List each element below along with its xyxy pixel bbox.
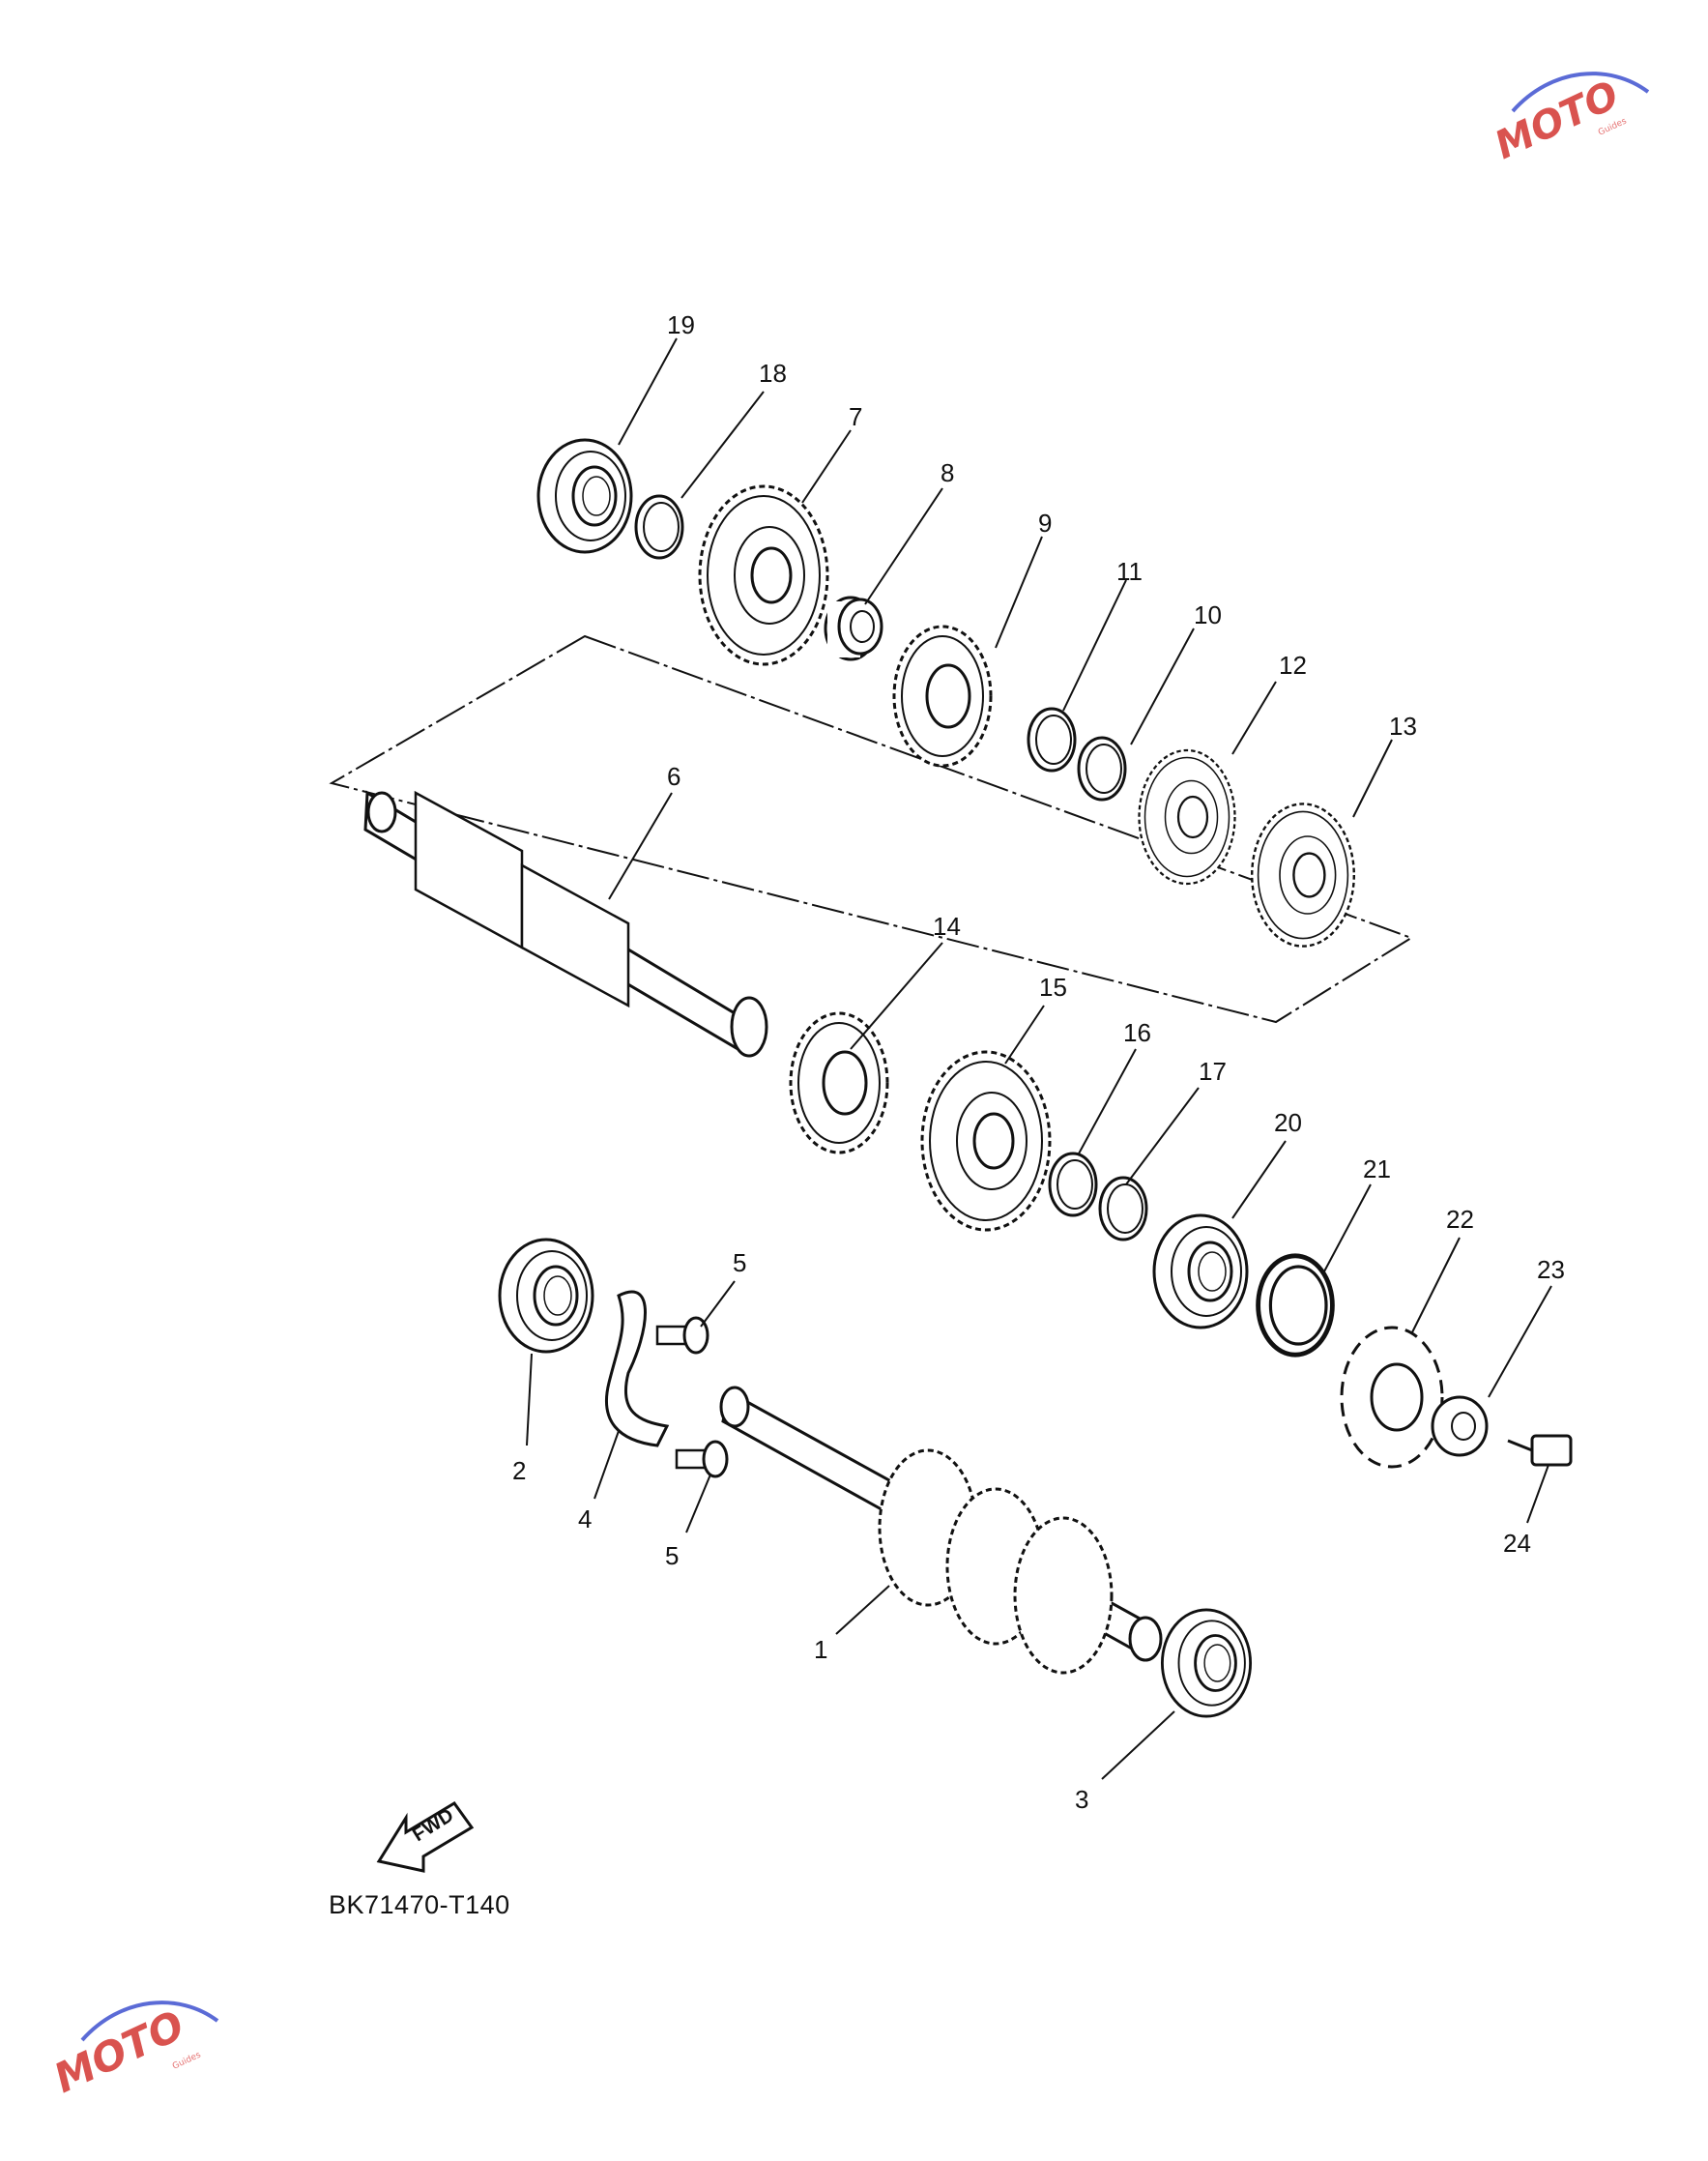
callout-24: 24 [1503,1529,1531,1558]
callout-19: 19 [667,310,695,339]
callout-15: 15 [1039,973,1067,1002]
bearing-20 [1152,1213,1249,1329]
bushing-8 [824,596,883,661]
washer-17 [1098,1176,1148,1241]
gear-7 [698,484,829,666]
gear-12 [1138,748,1236,886]
callout-23: 23 [1537,1255,1565,1284]
logo-sub: Guides [171,2050,203,2071]
callout-14: 14 [933,912,961,941]
logo-brand: MOTO [47,2001,191,2102]
callout-16: 16 [1123,1018,1151,1047]
callout-9: 9 [1038,509,1052,538]
stopper-plate-4 [604,1290,670,1447]
screw-5-upper [655,1316,709,1355]
logo-swoosh-icon [1511,72,1650,113]
gear-9 [892,625,993,768]
callout-20: 20 [1274,1108,1302,1137]
bearing-19 [536,438,633,554]
drive-axle-1 [719,1386,1163,1675]
callout-11: 11 [1116,557,1143,586]
callout-4: 4 [578,1504,592,1533]
callout-5-upper: 5 [733,1248,746,1277]
callout-18: 18 [759,359,787,388]
main-axle-6 [363,790,768,1058]
logo-brand: MOTO [1489,73,1626,168]
gear-14 [789,1011,889,1154]
callout-17: 17 [1199,1057,1227,1086]
assembly-outline [329,634,1414,1024]
screw-5-lower [675,1440,729,1478]
collar-18 [634,494,684,560]
callout-22: 22 [1446,1205,1474,1234]
washer-10 [1077,736,1127,802]
callout-7: 7 [849,402,862,431]
bolt-24 [1507,1434,1573,1467]
callout-3: 3 [1075,1785,1088,1814]
gear-13 [1250,803,1356,948]
oil-seal-21 [1259,1256,1333,1355]
sprocket-22 [1340,1326,1444,1469]
bearing-3 [1160,1608,1253,1718]
gear-15 [920,1050,1052,1232]
callout-6: 6 [667,762,680,791]
moto-guides-logo-bottom: MOTO Guides [47,2000,219,2102]
circlip-11 [1027,707,1077,773]
callout-10: 10 [1194,600,1222,629]
callout-1: 1 [814,1635,827,1664]
document-code: BK71470-T140 [329,1890,510,1919]
callout-labels: 19 18 7 8 9 11 10 12 13 6 14 15 16 17 20… [512,310,1565,1814]
callout-8: 8 [941,458,954,487]
bearing-2 [498,1238,594,1354]
lock-washer-23 [1431,1395,1489,1457]
logo-swoosh-icon [80,2000,219,2042]
fwd-arrow-icon: FWD [376,1801,475,1873]
callout-5-lower: 5 [665,1541,679,1570]
callout-13: 13 [1389,712,1417,741]
circlip-16 [1048,1152,1098,1217]
callout-2: 2 [512,1456,526,1485]
callout-12: 12 [1279,651,1307,680]
callout-21: 21 [1363,1154,1391,1183]
moto-guides-logo-top: MOTO Guides [1489,72,1650,168]
leader-lines [526,337,1552,1780]
